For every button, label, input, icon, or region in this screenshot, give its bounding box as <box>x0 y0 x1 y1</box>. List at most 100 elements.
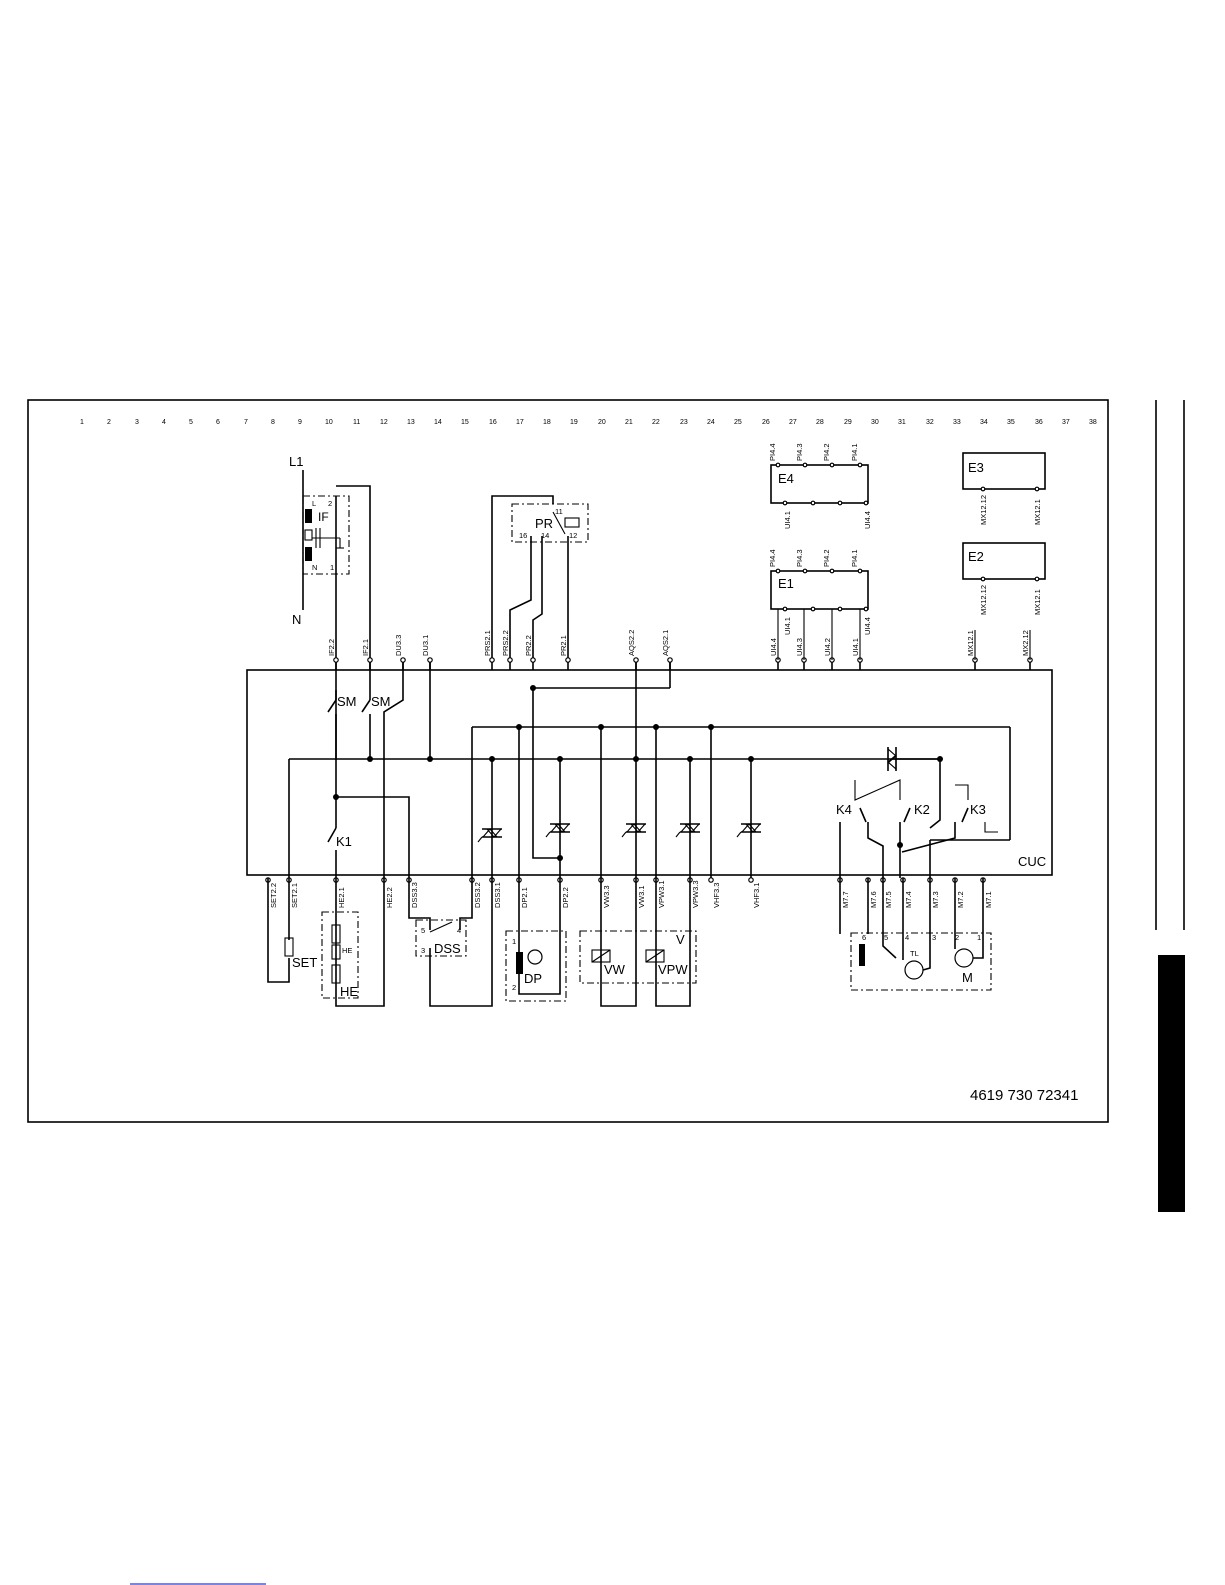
m-pin-3: 3 <box>932 933 936 942</box>
e1-bottom-terminal-1 <box>810 606 816 612</box>
prs22-wire <box>509 536 532 660</box>
if-choke-lower <box>305 547 312 561</box>
grid-number-7: 7 <box>244 419 248 426</box>
bottom-pin-m74: M7.4 <box>904 891 913 908</box>
pr22-wire <box>532 536 543 660</box>
top-pin-ui42: UI4.2 <box>823 638 832 656</box>
bottom-pin-dss32: DSS3.2 <box>473 882 482 908</box>
e4-pin-p44: PI4.4 <box>768 443 777 461</box>
pr-pin-14: 14 <box>541 531 549 540</box>
v-label: V <box>676 932 685 947</box>
e3-pin-a: MX12.12 <box>979 495 988 525</box>
bottom-pin-dss31: DSS3.1 <box>493 882 502 908</box>
e2-board <box>962 542 1046 580</box>
k1-label: K1 <box>336 834 352 849</box>
grid-number-34: 34 <box>980 419 988 426</box>
document-number: 4619 730 72341 <box>970 1087 1078 1104</box>
sm-label-1: SM <box>337 694 357 709</box>
e1-label: E1 <box>778 576 794 591</box>
sm-label-2: SM <box>371 694 391 709</box>
dp-pin-2: 2 <box>512 983 516 992</box>
grid-number-4: 4 <box>162 419 166 426</box>
junction-dot-6 <box>748 756 754 762</box>
top-terminal-pr22 <box>530 657 536 663</box>
du33-wire <box>383 660 404 878</box>
k3-feed <box>955 784 969 800</box>
dss-pin-4: 4 <box>457 926 461 935</box>
set-loop <box>267 878 290 983</box>
grid-number-14: 14 <box>434 419 442 426</box>
k2-label: K2 <box>914 802 930 817</box>
bottom-pin-vhf33: VHF3.3 <box>712 883 721 908</box>
top-terminal-prs21 <box>489 657 495 663</box>
grid-number-17: 17 <box>516 419 524 426</box>
dp-box <box>505 930 567 1002</box>
if-filter-box <box>302 495 350 575</box>
vpw-wire <box>655 878 691 1007</box>
dss-label: DSS <box>434 941 461 956</box>
e2-terminal-b <box>1034 576 1040 582</box>
e1-bottom-terminal-0 <box>782 606 788 612</box>
if-label: IF <box>318 510 329 524</box>
e1-terminal-p41 <box>857 568 863 574</box>
he22-internal <box>336 796 410 878</box>
grid-number-21: 21 <box>625 419 633 426</box>
top-pin-ui43: UI4.3 <box>795 638 804 656</box>
dp-wire <box>518 878 561 995</box>
grid-number-27: 27 <box>789 419 797 426</box>
if-pin-1: 1 <box>330 563 334 572</box>
grid-number-35: 35 <box>1007 419 1015 426</box>
junction-dot-1 <box>427 756 433 762</box>
m76-internal <box>867 822 884 878</box>
k2-feed <box>929 759 941 829</box>
dp-pin-1: 1 <box>512 937 516 946</box>
top-pin-du33: DU3.3 <box>394 635 403 656</box>
if-choke-upper <box>305 509 312 523</box>
grid-number-5: 5 <box>189 419 193 426</box>
e2-label: E2 <box>968 549 984 564</box>
k4-k2-link <box>854 779 901 801</box>
triac-3 <box>675 823 701 838</box>
m-pin-1: 1 <box>977 933 981 942</box>
junction-dots <box>333 685 943 861</box>
drawing-frame <box>27 399 1109 1123</box>
m73-wire <box>922 878 931 971</box>
bottom-pin-set21: SET2.1 <box>290 883 299 908</box>
junction-dot-0 <box>367 756 373 762</box>
grid-number-10: 10 <box>325 419 333 426</box>
top-terminal-if21 <box>367 657 373 663</box>
m-motor-icon <box>904 960 924 980</box>
top-pin-mx212: MX2.12 <box>1021 630 1030 656</box>
bottom-pin-stubs <box>265 877 986 883</box>
m-field-coil <box>859 944 865 966</box>
bottom-pin-m77: M7.7 <box>841 891 850 908</box>
bottom-pin-vw31: VW3.1 <box>637 885 646 908</box>
vpw-solenoid-diag <box>645 949 665 963</box>
top-terminal-aqs22 <box>633 657 639 663</box>
bottom-pin-he21: HE2.1 <box>337 887 346 908</box>
dss-pin-5: 5 <box>421 926 425 935</box>
bottom-terminal-vhf33 <box>708 877 714 883</box>
bottom-pin-m75: M7.5 <box>884 891 893 908</box>
top-pin-pr21: PR2.1 <box>559 635 568 656</box>
if21-wire <box>336 485 371 692</box>
sm-switch-2 <box>361 692 371 760</box>
grid-number-2: 2 <box>107 419 111 426</box>
e3-label: E3 <box>968 460 984 475</box>
k4-label: K4 <box>836 802 852 817</box>
if-pin-n: N <box>312 563 317 572</box>
he-wire <box>335 878 385 1007</box>
top-pin-prs22: PRS2.2 <box>501 630 510 656</box>
bottom-pin-m71: M7.1 <box>984 891 993 908</box>
k3-label: K3 <box>970 802 986 817</box>
grid-number-18: 18 <box>543 419 551 426</box>
e4-bottom-terminal-1 <box>810 500 816 506</box>
bottom-pin-vw33: VW3.3 <box>602 885 611 908</box>
junction-dot-3 <box>557 756 563 762</box>
e1-board <box>770 570 869 610</box>
top-terminal-prs22 <box>507 657 513 663</box>
bottom-pin-m72: M7.2 <box>956 891 965 908</box>
he-box <box>321 911 359 999</box>
triac-group <box>477 747 897 843</box>
